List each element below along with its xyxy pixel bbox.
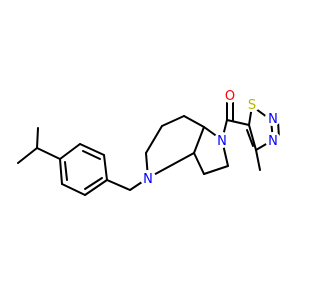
atom-labels: N N O S N N — [140, 87, 281, 187]
bond — [36, 127, 39, 149]
bond — [84, 177, 103, 190]
bond — [103, 154, 108, 181]
atom-o-carbonyl: O — [222, 87, 238, 104]
bond — [203, 165, 229, 175]
bond — [193, 152, 205, 175]
bond — [84, 179, 108, 196]
bond — [64, 161, 68, 181]
atom-label: N — [268, 112, 278, 127]
bond — [59, 143, 81, 160]
atom-s-thiadiazole: S — [244, 96, 260, 113]
atom-n-piperidine: N — [140, 170, 156, 187]
atom-label: N — [217, 134, 227, 149]
bond — [82, 150, 101, 160]
bond — [183, 115, 205, 128]
bond — [145, 125, 163, 154]
bond — [59, 158, 63, 185]
bond — [106, 179, 131, 191]
atom-n-thiadiazole-b: N — [265, 132, 281, 149]
atom-label: O — [225, 89, 235, 104]
molecule-structure: N N O S N N — [17, 87, 281, 196]
bond — [161, 115, 185, 127]
bond — [36, 147, 61, 160]
bond — [61, 183, 86, 196]
bond — [248, 124, 257, 151]
bond — [193, 126, 205, 154]
bond — [246, 129, 254, 147]
atom-label: N — [268, 134, 278, 149]
bond — [79, 143, 105, 156]
bond — [147, 152, 195, 179]
bond — [226, 119, 250, 126]
atom-n-thiadiazole-a: N — [265, 110, 281, 127]
bond — [17, 147, 38, 164]
bond — [255, 149, 261, 171]
atom-n-pyrrolidine: N — [214, 132, 230, 149]
atom-label: S — [248, 98, 256, 113]
atom-label: N — [143, 172, 153, 187]
